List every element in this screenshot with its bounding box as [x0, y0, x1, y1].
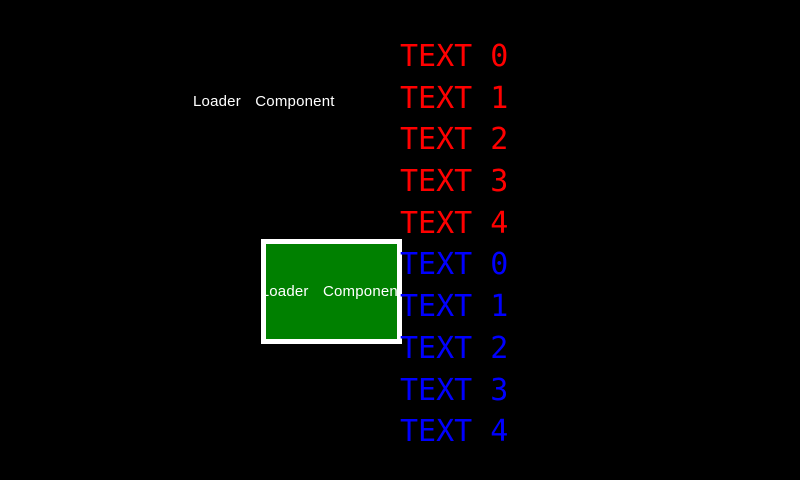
loader-component-box[interactable]: Loader Component [261, 239, 402, 344]
text-item-red-2: TEXT 2 [400, 122, 509, 158]
text-list: TEXT 0 TEXT 1 TEXT 2 TEXT 3 TEXT 4 TEXT … [400, 36, 508, 453]
text-item-red-3: TEXT 3 [400, 164, 509, 200]
loader-component-box-label: Loader Component [261, 283, 402, 300]
text-item-blue-2: TEXT 2 [400, 330, 509, 366]
text-item-red-0: TEXT 0 [400, 39, 509, 74]
text-item-blue-0: TEXT 0 [400, 247, 509, 283]
text-item-blue-4: TEXT 4 [400, 414, 509, 450]
text-item-blue-1: TEXT 1 [400, 289, 509, 325]
text-item-red-4: TEXT 4 [400, 205, 509, 241]
text-item-red-1: TEXT 1 [400, 80, 509, 116]
text-item-blue-3: TEXT 3 [400, 372, 509, 408]
loader-component-label: Loader Component [193, 93, 335, 110]
